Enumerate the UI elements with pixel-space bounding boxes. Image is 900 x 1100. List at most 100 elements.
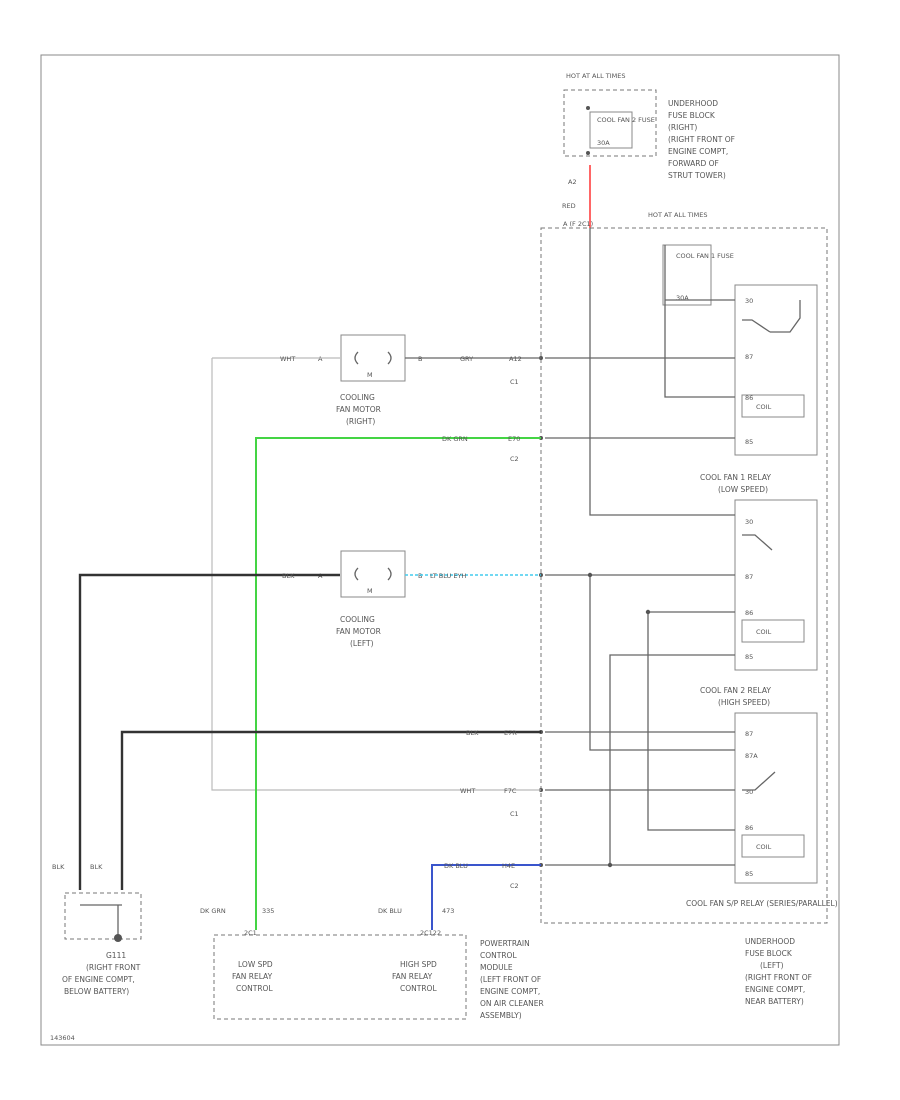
relay-sp-pin: 87 (745, 353, 753, 361)
motor-left-box (340, 550, 406, 598)
relay1-subtitle: (LOW SPEED) (718, 485, 768, 494)
fuse-top-pin (586, 151, 590, 155)
fuse-block-top: HOT AT ALL TIMES COOL FAN 2 FUSE 30A UND… (563, 72, 735, 186)
ground-g111: BLK BLK G111 (RIGHT FRONT OF ENGINE COMP… (52, 863, 142, 996)
relay2-pin: 87A (745, 752, 758, 760)
pcm-title-line: (LEFT FRONT OF (480, 975, 541, 984)
motor-right-brushes (354, 351, 392, 365)
fuse-top-loc-line: ENGINE COMPT, (668, 147, 728, 156)
relay2-pin: 87 (745, 730, 753, 738)
relay2-pin: 30 (745, 788, 753, 796)
fuse-left-loc-line: FUSE BLOCK (745, 949, 793, 958)
fuse-top-element (589, 111, 633, 149)
connector-c1-top: C1 (510, 378, 519, 386)
ground-box (64, 892, 142, 940)
fuse-top-loc-line: FUSE BLOCK (668, 111, 716, 120)
ground-wire-a: BLK (52, 863, 65, 871)
motor-right-label-line: FAN MOTOR (336, 405, 381, 414)
relay-sp-pin: 86 (745, 394, 753, 402)
pcm-low-label-line: LOW SPD (238, 960, 273, 969)
diagram-frame (40, 54, 840, 1046)
fuse-top-name: COOL FAN 2 FUSE (597, 116, 655, 124)
fuse-top-loc-line: STRUT TOWER) (668, 171, 726, 180)
wire-wht-right-label: WHT (280, 355, 295, 363)
wire-dk-blu-pin: H4E (502, 862, 515, 870)
connector-c2-bottom: C2 (510, 882, 519, 890)
pcm-high-label-line: FAN RELAY (392, 972, 433, 981)
fan-motor-left: M A B COOLING FAN MOTOR (LEFT) (318, 550, 422, 648)
fuse-left-location: UNDERHOOD FUSE BLOCK (LEFT) (RIGHT FRONT… (745, 937, 812, 1006)
motor-left-brushes (354, 567, 392, 581)
relay-sp-pin: 30 (745, 297, 753, 305)
pcm-title-line: ON AIR CLEANER (480, 999, 544, 1008)
pcm-low-label-line: FAN RELAY (232, 972, 273, 981)
splice (607, 862, 613, 868)
wire-gry-label: GRY (460, 355, 473, 363)
wire-dk-blu-label: DK BLU (444, 862, 468, 870)
relay2-title: COOL FAN 2 RELAY (700, 686, 771, 695)
fuse-block-left (540, 227, 828, 924)
motor-left-label-line: COOLING (340, 615, 375, 624)
wire-blk-e7r-pin: E7R (504, 729, 517, 737)
relay1-coil (741, 619, 805, 643)
wire-gry-pin: A12 (509, 355, 522, 363)
pcm-title-line: MODULE (480, 963, 513, 972)
pcm-title: POWERTRAIN CONTROL MODULE (LEFT FRONT OF… (480, 939, 544, 1020)
relay1-pin: 30 (745, 518, 753, 526)
wire-dk-blu (431, 864, 541, 930)
fuse-top-loc-line: (RIGHT) (668, 123, 697, 132)
ground-loc-line: OF ENGINE COMPT, (62, 975, 135, 984)
relay1-coil-label: COIL (756, 628, 772, 636)
connector-c1-bottom: C1 (510, 810, 519, 818)
ground-loc-line: BELOW BATTERY) (64, 987, 129, 996)
fuse-top-loc-line: UNDERHOOD (668, 99, 718, 108)
wire-wht-loop (211, 358, 541, 791)
pcm-low-pin: 2C1 (244, 929, 257, 937)
fuse-left-loc-line: ENGINE COMPT, (745, 985, 805, 994)
relay1-title: COOL FAN 1 RELAY (700, 473, 771, 482)
ground-wire-b: BLK (90, 863, 103, 871)
pcm: DK GRN 335 2C1 LOW SPD FAN RELAY CONTROL… (200, 907, 467, 1020)
fuse-left-loc-line: (LEFT) (760, 961, 784, 970)
motor-right-label-line: (RIGHT) (346, 417, 375, 426)
sp-relay-bottom-title: COOL FAN S/P RELAY (SERIES/PARALLEL) (686, 899, 838, 908)
fuse-left-loc-line: NEAR BATTERY) (745, 997, 804, 1006)
relay1-box (734, 499, 818, 671)
fuse-left-element (662, 244, 712, 306)
internal-fuse-left (664, 245, 735, 398)
fuse-top-pin (586, 106, 590, 110)
wire-dk-grn-pin: E70 (508, 435, 520, 443)
pcm-low-label-line: CONTROL (236, 984, 273, 993)
internal-vertical (609, 654, 735, 865)
fuse-top-location: UNDERHOOD FUSE BLOCK (RIGHT) (RIGHT FRON… (668, 99, 735, 180)
motor-left-label-line: (LEFT) (350, 639, 374, 648)
connector-c2-top: C2 (510, 455, 519, 463)
relay2-pin: 85 (745, 870, 753, 878)
fuse-left-amps: 30A (676, 294, 689, 302)
pcm-high-label-line: CONTROL (400, 984, 437, 993)
fuse-left-loc-line: UNDERHOOD (745, 937, 795, 946)
splice (645, 609, 651, 615)
wire-blk-left-label: BLK (282, 572, 295, 580)
splice (587, 572, 593, 578)
fuse-left-name: COOL FAN 1 FUSE (676, 252, 734, 260)
fan-motor-right: M A B COOLING FAN MOTOR (RIGHT) (318, 334, 422, 426)
wire-blk-e7r-label: BLK (466, 729, 479, 737)
internal-vertical (589, 575, 735, 751)
relay1-pin: 87 (745, 573, 753, 581)
fuse-top-pin-a2: A2 (568, 178, 577, 186)
ground-icon (114, 934, 122, 942)
relay2-pin: 86 (745, 824, 753, 832)
wire-lt-blu-label: LT BLU EYH (430, 572, 466, 580)
red-wire-pin: A (F 2C1) (563, 220, 593, 228)
pcm-title-line: ENGINE COMPT, (480, 987, 540, 996)
fuse-top-loc-line: FORWARD OF (668, 159, 719, 168)
ground-loc-line: (RIGHT FRONT (86, 963, 141, 972)
red-wire-label: RED (562, 202, 576, 210)
relay2-coil-label: COIL (756, 843, 772, 851)
pcm-title-line: ASSEMBLY) (480, 1011, 522, 1020)
motor-left-symbol: M (367, 587, 373, 595)
wire-dk-grn-label: DK GRN (442, 435, 468, 443)
internal-feed (589, 228, 735, 516)
fuse-top-hot-label: HOT AT ALL TIMES (566, 72, 626, 80)
